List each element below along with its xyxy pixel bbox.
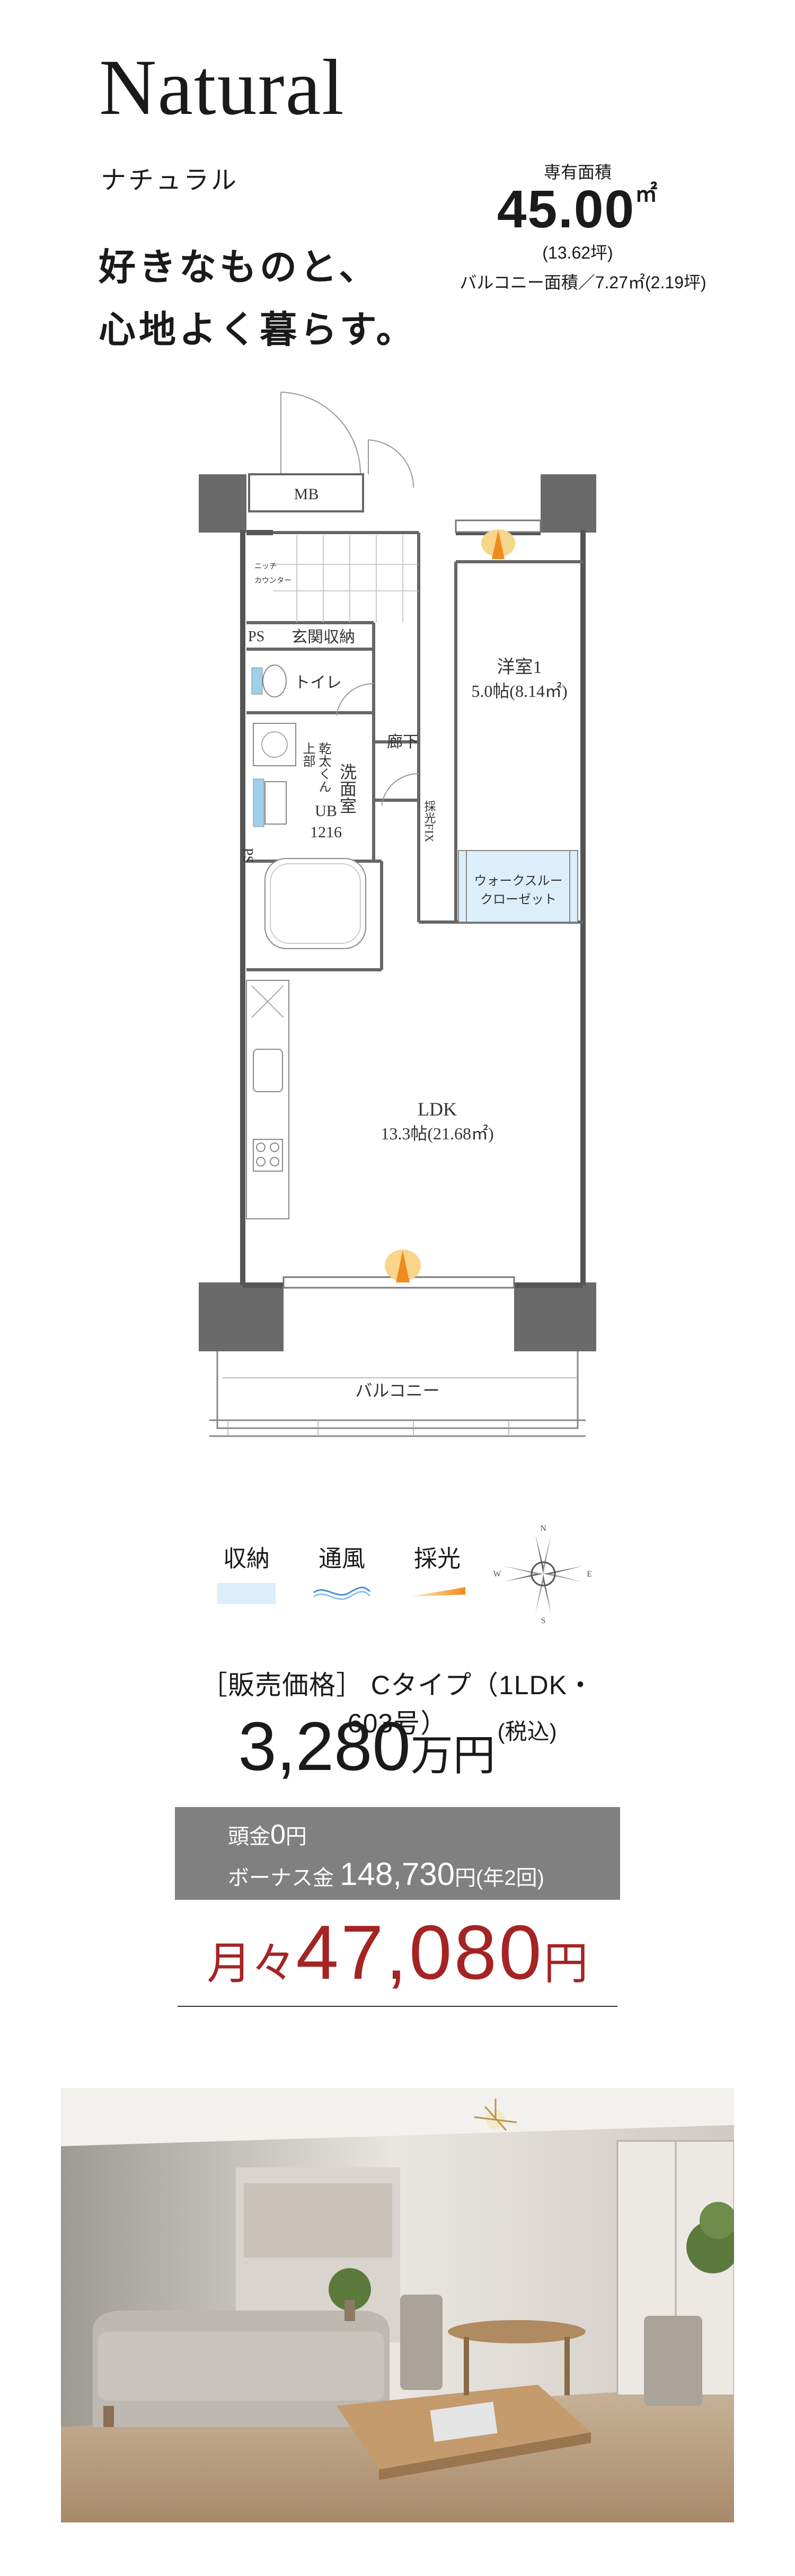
area-number: 45.00 — [497, 180, 635, 239]
area-label: 専有面積 — [543, 163, 612, 182]
ub-size-label: 1216 — [310, 824, 342, 841]
price-number: 3,280 — [238, 1707, 411, 1785]
area-value: 45.00㎡ — [461, 183, 694, 236]
price-unit: 万円 — [410, 1732, 496, 1779]
legend-storage-swatch — [217, 1583, 276, 1604]
area-unit: ㎡ — [635, 181, 659, 206]
price-amount: 3,280万円(税込) — [191, 1712, 604, 1781]
balcony-area: バルコニー面積／7.27㎡(2.19坪) — [460, 273, 706, 292]
ventilation-wave-icon — [313, 1587, 370, 1600]
walk-through-closet — [458, 850, 578, 923]
plan-title: Natural — [99, 43, 345, 131]
svg-text:S: S — [541, 1616, 546, 1624]
washroom-label: 洗面室 — [338, 763, 357, 814]
corridor-label: 廊下 — [387, 733, 419, 751]
fix-window-label: 採光FIX — [423, 800, 436, 843]
genkan-label: 玄関収納 — [292, 628, 355, 646]
counter-label: カウンター — [254, 577, 292, 585]
entrance-doors — [280, 392, 414, 488]
monthly-value: 47,080 — [296, 1909, 544, 1995]
monthly-unit: 円 — [543, 1938, 588, 1988]
monthly-payment: 月々47,080円 — [175, 1910, 620, 1995]
down-payment: 頭金0円 — [228, 1819, 307, 1850]
bonus-payment: ボーナス金 148,730円(年2回) — [228, 1856, 544, 1892]
legend: 収納 通風 採光 N E S W — [207, 1524, 599, 1635]
closet-label-1: ウォークスルー — [474, 874, 562, 888]
ub-label: UB — [315, 802, 337, 820]
interior-photo — [61, 2088, 734, 2522]
dryer-label-2: 乾太くん — [316, 742, 331, 793]
monthly-label: 月々 — [207, 1938, 296, 1988]
light-icon-top — [481, 529, 515, 559]
column-bottom-right — [514, 1282, 596, 1351]
dryer-label-1: 上部 — [301, 742, 315, 767]
legend-ventilation-label: 通風 — [319, 1546, 365, 1572]
column-bottom-left — [199, 1282, 284, 1351]
ps-label-top: PS — [248, 628, 264, 645]
price-divider — [178, 2006, 617, 2007]
catch-line-1: 好きなものと、 — [99, 246, 379, 288]
plan-title-kana: ナチュラル — [101, 166, 239, 194]
svg-text:N: N — [540, 1524, 546, 1533]
column-top-left — [199, 474, 246, 533]
price-type-label: ［販売価格］ Cタイプ（1LDK・603号） — [200, 1670, 595, 1738]
catch-copy: 好きなものと、 心地よく暮らす。 — [99, 236, 417, 361]
price-tax: (税込) — [497, 1719, 557, 1744]
down-payment-value: 0 — [270, 1819, 286, 1850]
compass-icon: N E S W — [493, 1524, 592, 1624]
balcony-label: バルコニー — [355, 1381, 439, 1400]
niche-label: ニッチ — [254, 563, 277, 571]
closet-label-2: クローゼット — [480, 892, 556, 907]
balcony-outline — [209, 1351, 586, 1437]
mb-box — [248, 473, 364, 512]
payment-box: 頭金0円 ボーナス金 148,730円(年2回) — [175, 1807, 620, 1900]
column-top-right — [541, 474, 596, 533]
svg-text:W: W — [493, 1570, 501, 1579]
area-tsubo: (13.62坪) — [542, 243, 613, 262]
catch-line-2: 心地よく暮らす。 — [99, 309, 417, 350]
entry-tiles — [273, 535, 419, 623]
toilet-label: トイレ — [294, 674, 342, 692]
washer-fixture — [253, 723, 296, 766]
svg-text:E: E — [587, 1570, 592, 1579]
room1-size: 5.0帖(8.14㎡) — [471, 681, 567, 701]
ps-label-mid: PS — [241, 848, 256, 863]
bonus-payment-value: 148,730 — [340, 1856, 455, 1892]
ldk-size: 13.3帖(21.68㎡) — [381, 1124, 493, 1143]
room1-label: 洋室1 — [497, 657, 542, 677]
mb-label: MB — [294, 485, 319, 503]
legend-light-label: 採光 — [414, 1546, 461, 1572]
toilet-fixture — [262, 665, 287, 697]
bathtub-fixture — [264, 858, 366, 949]
ldk-label: LDK — [418, 1099, 457, 1120]
floor-plan: MB ニッチ カウンター P — [199, 392, 596, 1437]
kitchen-counter — [246, 980, 289, 1219]
legend-storage-label: 収納 — [223, 1546, 270, 1572]
light-gradient-icon — [409, 1587, 465, 1597]
light-icon-bottom — [385, 1250, 421, 1282]
